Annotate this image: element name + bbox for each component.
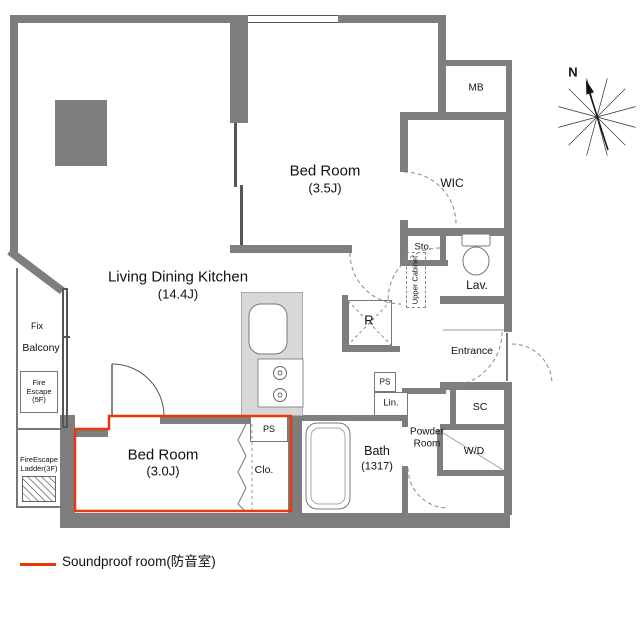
wall-segment [440,424,512,430]
pipe-space-label: PS [379,377,391,387]
window-glass-line [62,426,68,428]
pipe-space-label: PS [262,423,276,434]
compass-rose-icon [558,78,636,156]
wall-segment [400,112,408,172]
structural-pillar [55,100,107,166]
wall-segment [440,236,446,264]
wall-segment [230,15,248,123]
linen-label: Lin. [383,397,399,409]
compass-needle [588,90,609,151]
wall-segment [437,470,512,476]
powder-room-label-line2: Room [413,438,441,450]
meter-box-label: MB [468,82,484,94]
upper-cabinet-label: Upper Cabinet [410,255,420,305]
wall-segment [10,15,445,23]
window-glass-line [62,288,64,428]
shoe-closet-label: SC [472,400,488,413]
wall-segment [60,513,510,528]
fire-escape-label-line1: Fire [32,378,46,388]
fix-window-label: Fix [31,320,43,331]
wall-segment [402,388,446,394]
fire-escape-label: Fire Escape (5F) [20,371,58,413]
legend-label: Soundproof room(防音室) [62,554,216,569]
closet-folding-door-icon [237,423,247,512]
wall-segment [75,429,108,437]
bathtub-icon [305,422,351,510]
washer-dryer-label: W/D [463,444,485,457]
bedroom-30-size-label: (3.0J) [146,463,180,479]
wall-segment [296,415,408,421]
escape-ladder-hatch [22,476,56,502]
wall-segment [400,228,512,236]
bedroom-35-label: Bed Room [289,162,361,180]
window-mullion [62,336,70,338]
bedroom-30-label: Bed Room [127,446,199,464]
wall-segment [10,15,18,252]
storage-label: Sto. [414,241,432,253]
compass-arrowhead-icon [586,80,594,95]
sliding-door-panel [240,185,243,245]
wall-segment [230,245,352,253]
wall-segment [504,382,512,515]
fire-escape-label-line2: Escape [26,386,52,396]
wall-segment [438,15,446,118]
fire-escape-box [20,371,58,413]
wall-segment [402,466,408,515]
powder-room-label-line1: Powder [410,426,444,438]
toilet-bowl-icon [462,246,490,276]
closet-label: Clo. [254,463,274,476]
balcony-rail [16,506,62,508]
legend-soundproof-line [20,563,56,566]
escape-ladder-label: FireEscape Ladder(3F) [12,455,66,475]
wall-segment [440,382,512,390]
balcony-label: Balcony [22,341,60,354]
bedroom-35-size-label: (3.5J) [308,180,342,196]
entrance-label: Entrance [450,344,494,357]
kitchen-counter [241,292,303,416]
escape-ladder-label-line2: Ladder(3F) [20,464,58,473]
sliding-door-panel [234,123,237,187]
balcony-rail [16,268,18,430]
wall-segment [440,296,512,304]
fire-escape-label-line3: (5F) [32,395,46,405]
window-glass-line [62,288,68,290]
door-arc-bedroom35 [349,252,402,305]
refrigerator-space-label: R [364,312,374,328]
bath-size-label: (1317) [361,460,393,473]
window-glass-line [66,288,68,428]
wall-segment [342,346,400,352]
window [248,15,338,23]
door-arc-entrance-outer [511,343,553,385]
wall-segment [60,415,75,515]
pipe-space-box [374,372,396,392]
wic-label: WIC [440,176,464,191]
escape-ladder-label-line1: FireEscape [20,455,58,465]
wall-segment [450,390,456,426]
door-arc-entrance-inner [447,331,503,387]
wall-segment [404,112,512,120]
balcony-rail [16,428,66,430]
balcony-rail [16,430,18,508]
ldk-label: Living Dining Kitchen [107,268,249,286]
compass-north-label: N [568,64,578,80]
door-arc-bedroom30 [111,363,165,417]
ldk-size-label: (14.4J) [157,286,199,302]
wall-segment [342,295,348,352]
bath-label: Bath [364,443,390,458]
wall-segment [288,416,302,515]
linen-closet-box [374,392,408,416]
bathtub-inner-icon [310,427,346,505]
lavatory-label: Lav. [466,278,488,293]
wall-segment [438,60,512,66]
wall-segment [504,112,512,332]
wall-segment [506,60,512,118]
wall-segment [160,416,252,424]
